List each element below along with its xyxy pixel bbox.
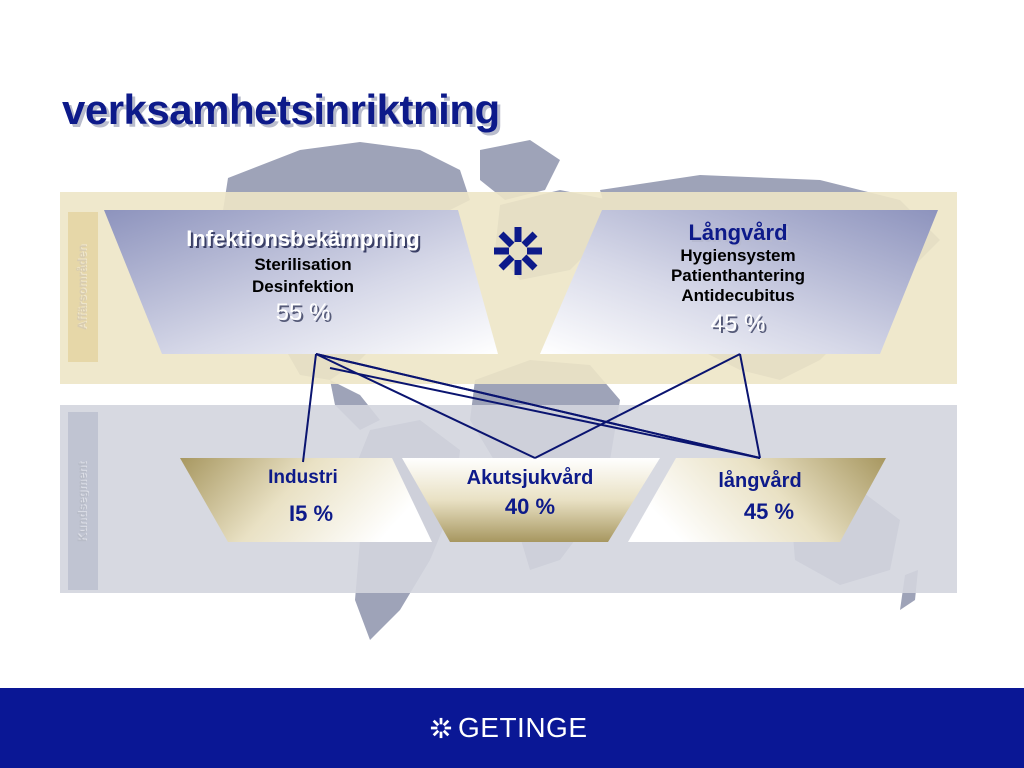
- business-area-line: Hygiensystem: [680, 246, 796, 265]
- segment-shape-industri: [180, 458, 432, 542]
- side-strip-kundsegment: [68, 412, 98, 590]
- business-area-line: Desinfektion: [251, 277, 355, 296]
- business-area-heading: Långvård: [688, 220, 788, 245]
- segment-akutsjukvard: Akutsjukvård 40 %: [440, 467, 620, 520]
- segment-shape-langvard: [628, 458, 886, 542]
- segment-shape-akutsjukvard: [402, 458, 660, 542]
- segment-label: Akutsjukvård: [466, 467, 594, 489]
- side-label-kundsegment: Kundsegment: [75, 462, 89, 543]
- business-area-percent: 55 %: [275, 299, 331, 326]
- business-area-shape-infektion: [104, 210, 498, 354]
- footer-brand: GETINGE: [458, 712, 588, 743]
- business-area-line: Sterilisation: [254, 255, 352, 274]
- page-title: verksamhetsinriktning: [62, 86, 500, 133]
- getinge-star-icon: [494, 227, 542, 275]
- segment-label: Industri: [268, 467, 338, 488]
- segment-percent: I5 %: [288, 501, 334, 526]
- business-area-shape-langvard: [540, 210, 938, 354]
- getinge-star-icon: [430, 717, 452, 739]
- segment-percent: 40 %: [504, 494, 556, 519]
- side-strip-affarsomraden: [68, 212, 98, 362]
- business-area-line: Patienthantering: [670, 266, 806, 285]
- business-area-langvard: Långvård Hygiensystem Patienthantering A…: [610, 220, 866, 338]
- connector-lines: [302, 353, 761, 463]
- footer-bar: [0, 688, 1024, 768]
- business-area-infektion: Infektionsbekämpning Sterilisation Desin…: [150, 226, 456, 327]
- footer-logo: GETINGE: [430, 712, 588, 744]
- business-area-heading: Infektionsbekämpning: [186, 226, 420, 251]
- business-area-percent: 45 %: [710, 310, 766, 337]
- segment-percent: 45 %: [743, 499, 795, 524]
- side-label-affarsomraden: Affärsområden: [75, 244, 89, 330]
- segment-industri: Industri I5 %: [240, 467, 366, 527]
- segment-langvard: långvård 45 %: [690, 470, 830, 525]
- segment-label: långvård: [718, 470, 802, 492]
- business-area-line: Antidecubitus: [681, 286, 795, 305]
